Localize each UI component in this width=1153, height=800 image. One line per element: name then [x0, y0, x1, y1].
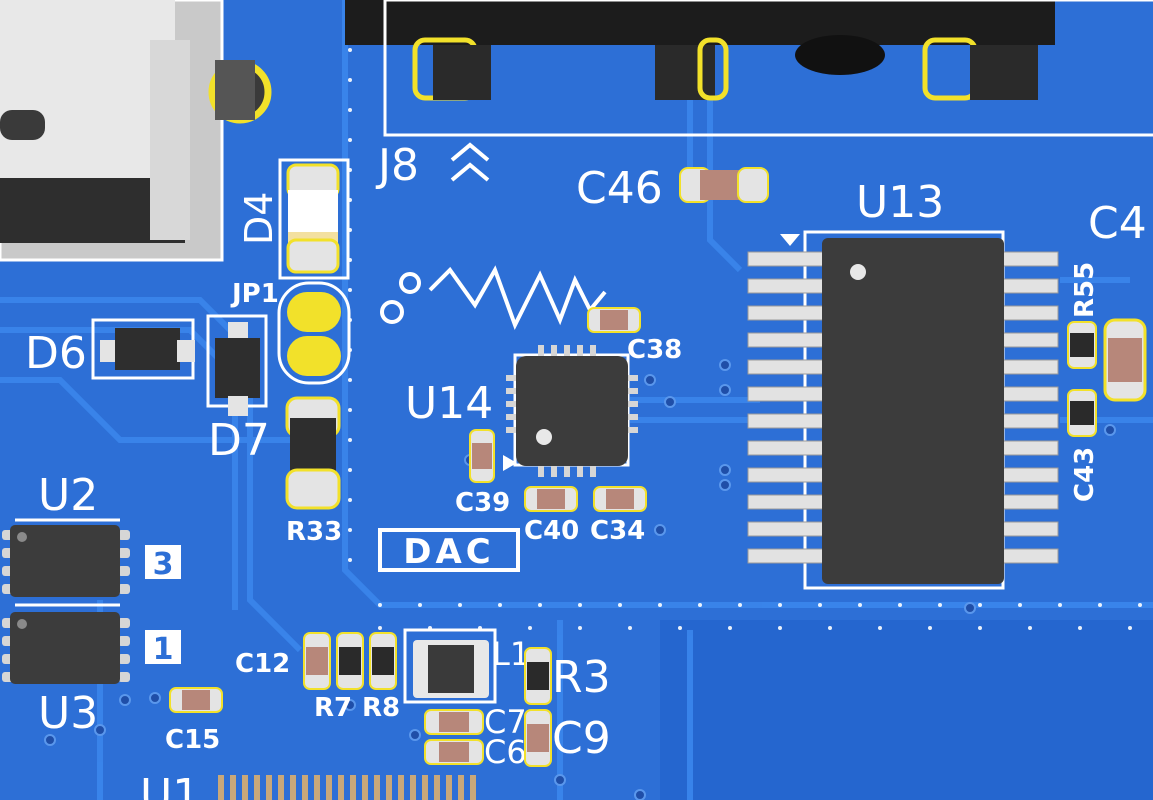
u13-body: [822, 238, 1004, 584]
u3-body: [10, 612, 120, 684]
left-connector-pin: [215, 60, 255, 120]
d6-pad-left: [100, 340, 118, 362]
label-c4-partial: C4: [1088, 198, 1147, 249]
u3-marker: 1: [153, 632, 174, 667]
d4-outline: [278, 158, 350, 280]
u14-body: [516, 356, 628, 466]
label-c34: C34: [590, 516, 645, 546]
label-u13: U13: [856, 177, 944, 228]
left-connector-tab: [150, 40, 190, 240]
label-jp1: JP1: [230, 279, 279, 309]
dac-label-box: [378, 528, 520, 572]
c15-body: [182, 690, 210, 710]
label-r55: R55: [1070, 262, 1100, 318]
c38-body: [600, 310, 628, 330]
jp1-pad-top: [287, 292, 341, 332]
left-connector-shell: [0, 0, 175, 185]
c46-pad-right: [737, 167, 769, 203]
label-c38: C38: [627, 335, 682, 365]
u13-left-pins: [747, 251, 824, 564]
u2-body: [10, 525, 120, 597]
right-cap-body: [1108, 338, 1142, 382]
label-c40: C40: [524, 516, 579, 546]
ground-pour-region: [660, 620, 1153, 800]
c6-body: [439, 742, 469, 762]
u14-pin-marker-icon: [503, 455, 517, 471]
label-u3: U3: [38, 688, 98, 739]
d6-pad-right: [177, 340, 195, 362]
left-connector-slot: [0, 110, 45, 140]
c43-body: [1070, 401, 1094, 425]
d4-body: [288, 190, 338, 235]
label-j8: J8: [375, 140, 419, 191]
vias: [44, 359, 1116, 800]
label-r3: R3: [552, 652, 611, 703]
label-u14: U14: [405, 378, 493, 429]
c12-body: [306, 647, 328, 675]
r8-body: [372, 647, 394, 675]
label-c43: C43: [1070, 447, 1100, 502]
r3-body: [527, 662, 549, 690]
label-r8: R8: [362, 693, 400, 723]
label-c15: C15: [165, 725, 220, 755]
j8-pins: [412, 35, 1038, 101]
d7-pad-top: [228, 322, 248, 342]
d4-pad-bottom: [286, 238, 340, 274]
d7-body: [215, 338, 260, 398]
u2-marker: 3: [153, 547, 174, 582]
label-c12: C12: [235, 649, 290, 679]
jp1-outline: [277, 281, 351, 385]
u1-pins: [218, 775, 476, 800]
d7-pad-bottom: [228, 396, 248, 416]
label-u2: U2: [38, 470, 98, 521]
label-c39: C39: [455, 488, 510, 518]
r7-body: [339, 647, 361, 675]
label-d7: D7: [208, 415, 270, 466]
jp1-pad-bottom: [287, 336, 341, 376]
u3-marker-box: [145, 630, 181, 664]
stitching-vias: [348, 18, 1142, 630]
label-dac: DAC: [403, 532, 495, 572]
l1-core: [428, 645, 474, 693]
j8-chevron-icon: [450, 142, 490, 182]
u13-pin1-dot: [850, 264, 866, 280]
label-c7: C7: [484, 703, 527, 741]
label-u1-partial: U1: [140, 770, 200, 800]
d6-body: [115, 328, 180, 370]
c34-body: [606, 489, 634, 509]
u2-marker-box: [145, 545, 181, 579]
c40-body: [537, 489, 565, 509]
l1-outline: [403, 628, 497, 704]
r55-body: [1070, 333, 1094, 357]
u13-pin1-marker-icon: [780, 234, 800, 246]
label-c46: C46: [576, 163, 663, 214]
label-d6: D6: [25, 328, 87, 379]
u14-pin1-dot: [536, 429, 552, 445]
c7-body: [439, 712, 469, 732]
silkscreen-art: [380, 265, 607, 331]
c39-body: [472, 443, 492, 469]
label-c6: C6: [484, 733, 527, 771]
label-d4: D4: [237, 192, 281, 245]
r33-pad-bottom: [285, 468, 341, 510]
u3-pin1-dot: [17, 619, 27, 629]
label-l1: L1: [492, 635, 530, 673]
u2-pin1-dot: [17, 532, 27, 542]
u14-pins: [506, 345, 638, 477]
label-r33: R33: [286, 517, 342, 547]
label-c9: C9: [552, 713, 611, 764]
j8-outline: [383, 0, 1153, 137]
label-r7: R7: [314, 693, 352, 723]
c9-body: [527, 724, 549, 752]
